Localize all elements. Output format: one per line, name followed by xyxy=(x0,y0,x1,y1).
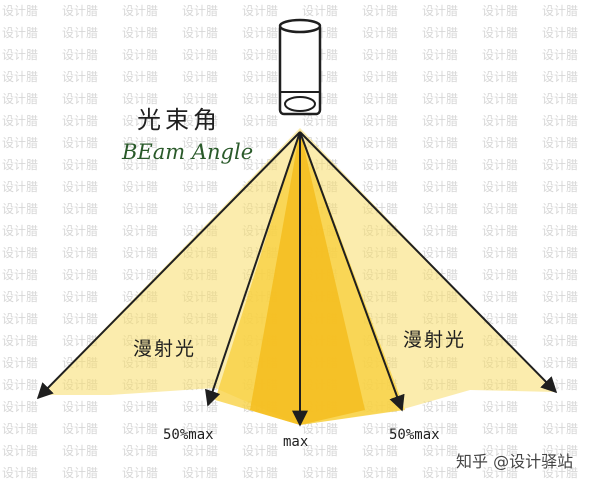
credit-watermark: 知乎 @设计驿站 xyxy=(456,452,574,471)
ray-half-right xyxy=(299,131,405,412)
ray-label-50-right: 50%max xyxy=(389,427,440,443)
spotlight-fixture xyxy=(278,18,322,116)
title-english: BEam Angle xyxy=(122,140,254,164)
title-chinese: 光束角 xyxy=(137,106,221,134)
ray-label-max: max xyxy=(283,434,309,450)
ray-outer-left xyxy=(36,131,301,400)
beam-core-region xyxy=(250,130,365,425)
ray-outer-right xyxy=(299,131,558,394)
diffuse-light-label-right: 漫射光 xyxy=(403,329,467,351)
diffuse-light-label-left: 漫射光 xyxy=(133,338,197,360)
ray-label-50-left: 50%max xyxy=(163,427,214,443)
ray-half-left xyxy=(205,131,301,407)
